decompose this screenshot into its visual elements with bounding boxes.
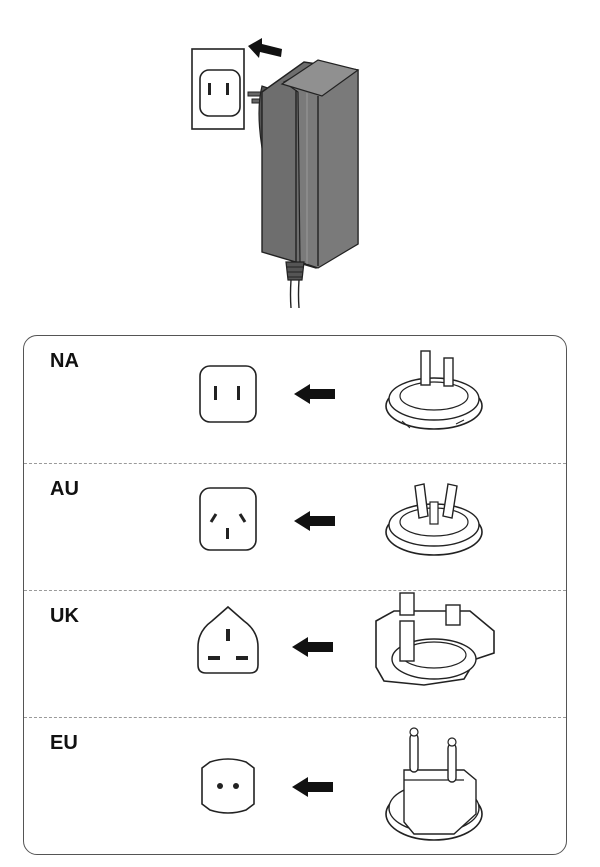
region-row-uk: UK <box>24 590 566 718</box>
wall-outlet-icon <box>191 48 245 130</box>
region-row-na: NA <box>24 336 566 463</box>
socket-icon <box>199 487 257 551</box>
insert-arrow-icon <box>294 511 335 531</box>
plug-adapter-icon <box>385 350 483 430</box>
plug-region-panel: NA AU <box>23 335 567 855</box>
power-adapter-illustration <box>191 38 360 309</box>
insert-arrow-icon <box>292 637 333 657</box>
region-row-eu: EU <box>24 717 566 855</box>
socket-icon <box>199 365 257 423</box>
socket-icon <box>197 605 259 674</box>
region-label: AU <box>50 478 79 500</box>
socket-icon <box>201 758 255 814</box>
plug-adapter-icon <box>385 483 483 556</box>
region-label: EU <box>50 732 78 754</box>
plug-adapter-icon <box>385 727 483 841</box>
region-label: UK <box>50 605 79 627</box>
plug-adapter-icon <box>375 592 495 686</box>
insert-arrow-icon <box>292 777 333 797</box>
insert-arrow-icon <box>294 384 335 404</box>
power-adapter-icon <box>247 59 360 309</box>
insert-arrow-icon <box>248 38 282 58</box>
region-label: NA <box>50 350 79 372</box>
region-row-au: AU <box>24 463 566 591</box>
